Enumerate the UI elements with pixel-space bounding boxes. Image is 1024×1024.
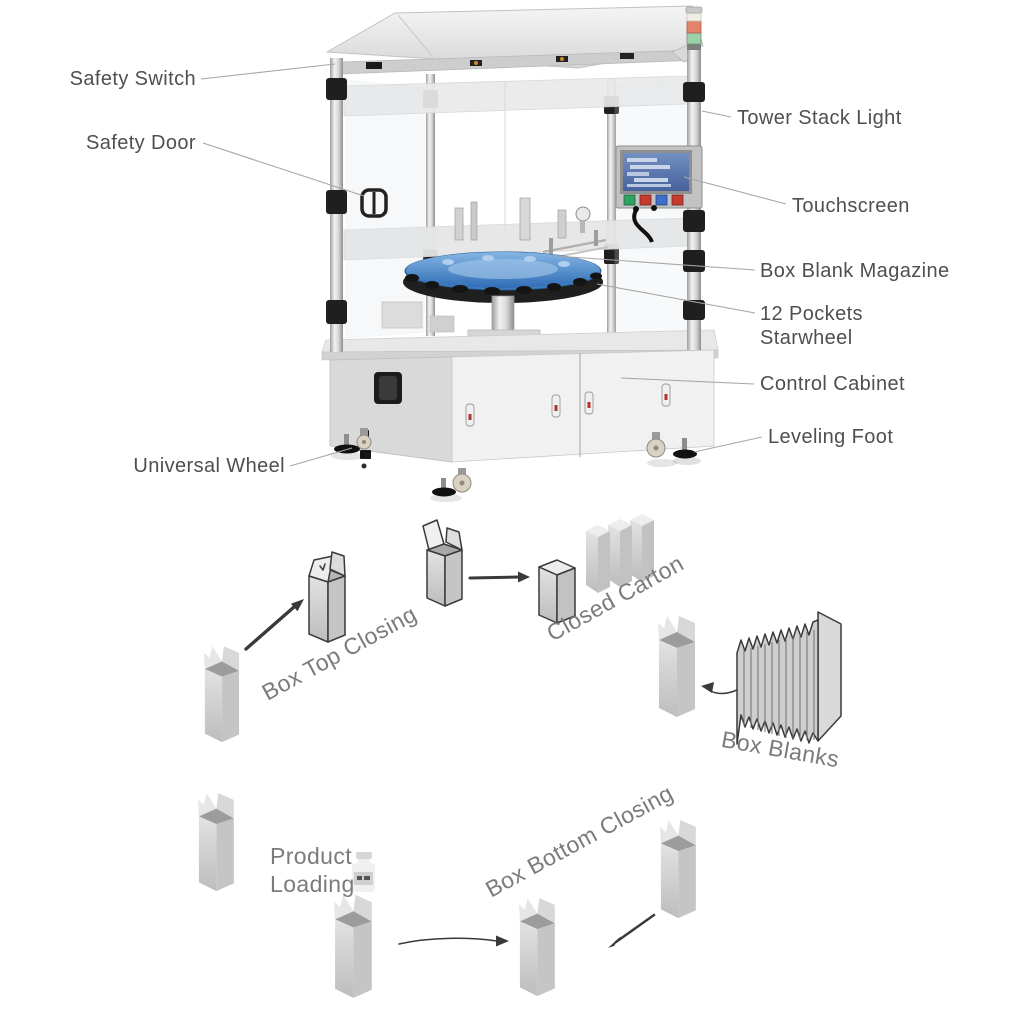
carton-bottom-closing-in [518,898,555,997]
label-starwheel-line1: 12 Pockets [760,303,863,325]
stack-light-red-segment [686,20,702,34]
carton-erected-start [203,646,240,743]
label-box-bottom-closing: Box Bottom Closing [481,780,677,903]
cabinet-door-latches [465,383,671,427]
door-hinge-bottom [326,300,347,324]
callout-starwheel: 12 Pockets Starwheel [596,283,863,349]
label-safety-door: Safety Door [86,132,196,154]
product-bottle [352,852,375,892]
callout-leveling-foot: Leveling Foot [693,426,893,453]
label-control-cabinet: Control Cabinet [760,373,905,395]
label-safety-switch: Safety Switch [70,68,196,90]
carton-top-closing [308,551,346,643]
carton-at-blank-station [658,616,695,717]
arrow-right-bottom [398,937,498,945]
callout-control-cabinet: Control Cabinet [620,373,905,395]
arrow-up-right [244,605,296,651]
touchscreen-panel [615,145,703,243]
flow-arrows [244,571,738,948]
label-box-blank-magazine: Box Blank Magazine [760,260,950,282]
pressure-gauge [575,206,591,222]
door-hinge-middle [326,190,347,214]
label-starwheel-line2: Starwheel [760,327,853,349]
label-touchscreen: Touchscreen [792,195,910,217]
hmi-stop-button [639,194,652,206]
cabinet-front-panel [451,349,715,463]
hmi-blue-button [655,194,668,206]
callout-universal-wheel: Universal Wheel [133,447,353,477]
leveling-foot-center [432,487,456,497]
label-universal-wheel: Universal Wheel [133,455,285,477]
callouts: Safety Switch Safety Door Tower Stack Li… [70,63,950,477]
cartoning-machine [321,5,719,502]
starwheel [381,251,603,341]
hmi-emergency-button [671,194,684,206]
arrow-right-top [468,575,521,580]
label-tower-stack-light: Tower Stack Light [737,107,902,129]
leveling-foot-right [673,449,697,459]
machine-internals [454,197,609,260]
callout-touchscreen: Touchscreen [683,176,910,217]
callout-safety-door: Safety Door [86,132,365,197]
stack-light-green-segment [686,32,702,45]
carton-bottom-closing-out [659,820,696,919]
safety-switch-sensor [366,62,382,69]
feet-and-casters [331,428,701,502]
callout-tower-stack-light: Tower Stack Light [701,107,902,129]
arrow-from-blanks [708,689,738,695]
label-leveling-foot: Leveling Foot [768,426,893,448]
carton-flap-open [422,519,463,607]
arrow-down-left [614,913,656,944]
box-blanks-stack [736,611,842,745]
door-handle [360,188,388,218]
carton-before-loading [197,793,234,892]
safety-door [360,188,388,218]
label-product-loading-line1: Product [270,843,352,869]
carton-product-loading [334,894,372,998]
machine-roof [325,5,704,75]
callout-safety-switch: Safety Switch [70,63,336,90]
callout-box-blank-magazine: Box Blank Magazine [555,255,950,282]
hmi-start-button [623,194,636,206]
label-product-loading-line2: Loading [270,871,355,897]
hmi-cable [632,209,654,243]
process-flow-diagram: Box Top Closing Closed Carton Box Blanks… [197,514,842,998]
door-hinge-top [326,78,347,100]
carton-closed [538,559,576,624]
